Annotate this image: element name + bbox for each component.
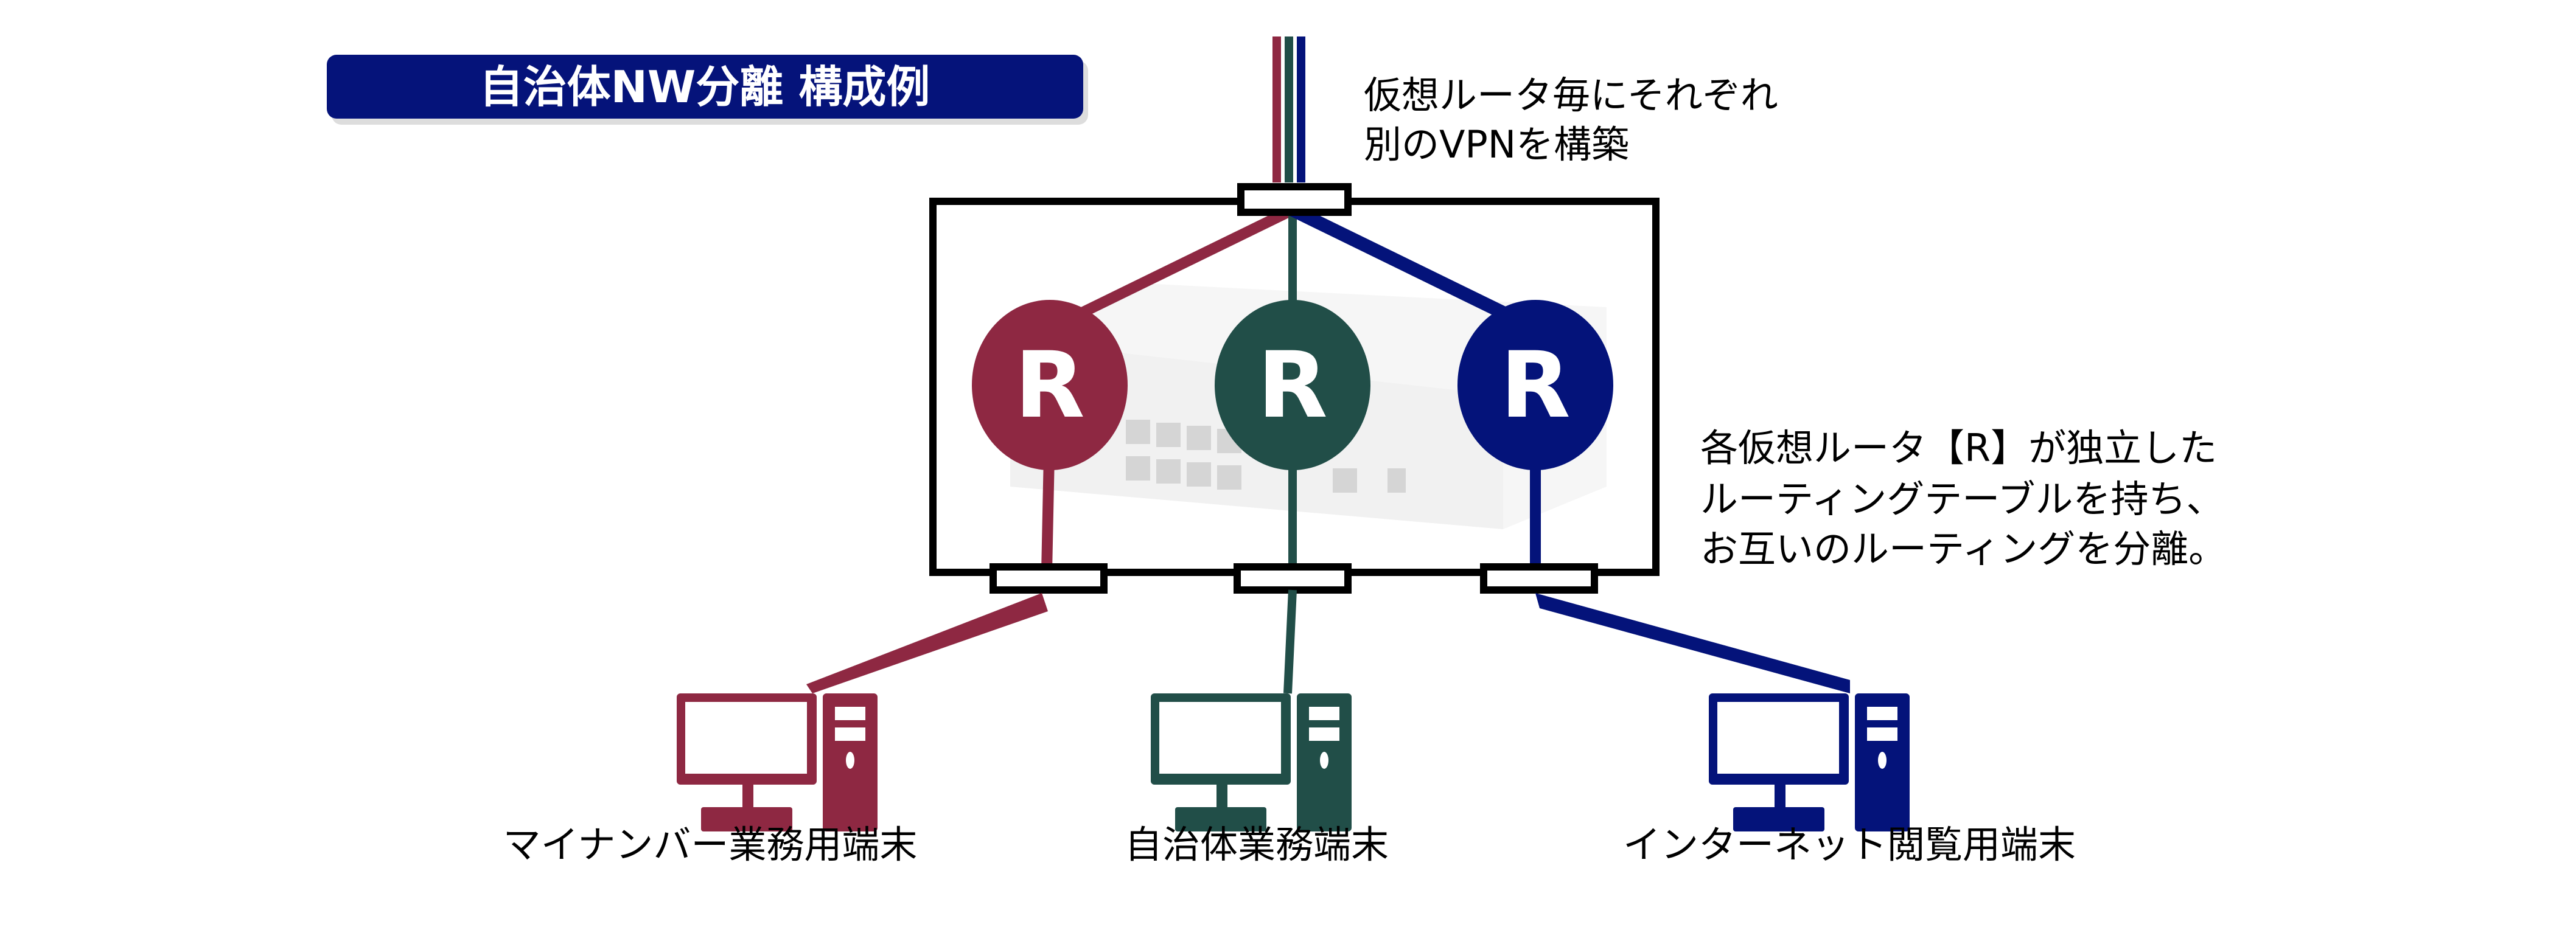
- port-mynumber: [990, 563, 1108, 594]
- terminal-label-internet: インターネット閲覧用端末: [1623, 822, 2076, 867]
- router-label: R: [1014, 333, 1085, 439]
- routing-annotation-line3: お互いのルーティングを分離。: [1700, 527, 2226, 571]
- port-municipal: [1234, 563, 1352, 594]
- ports: [990, 183, 1598, 594]
- uplink-port: [1237, 183, 1352, 216]
- terminal-label-municipal: 自治体業務端末: [1125, 822, 1389, 867]
- desktop-pc-icon: [1151, 693, 1352, 831]
- desktop-pc-icon: [1709, 693, 1910, 831]
- router-label: R: [1500, 333, 1571, 439]
- router-label: R: [1257, 333, 1328, 439]
- vpn-annotation-line1: 仮想ルータ毎にそれぞれ: [1364, 73, 1778, 117]
- desktop-pc-icon: [677, 693, 878, 831]
- virtual-router-2: R: [1215, 300, 1370, 470]
- port-internet: [1480, 563, 1598, 594]
- terminal-links: [806, 589, 1850, 694]
- diagram-title: 自治体NW分離 構成例: [480, 61, 930, 113]
- routing-annotation-line2: ルーティングテーブルを持ち、: [1700, 477, 2224, 521]
- vpn-annotation-line2: 別のVPNを構築: [1364, 122, 1629, 167]
- title-banner: 自治体NW分離 構成例: [327, 55, 1088, 125]
- virtual-router-1: R: [972, 300, 1128, 470]
- routing-annotation-line1: 各仮想ルータ【R】が独立した: [1700, 426, 2217, 470]
- virtual-router-3: R: [1457, 300, 1613, 470]
- terminal-label-mynumber: マイナンバー業務用端末: [503, 822, 918, 867]
- vpn-cables: [1272, 36, 1305, 182]
